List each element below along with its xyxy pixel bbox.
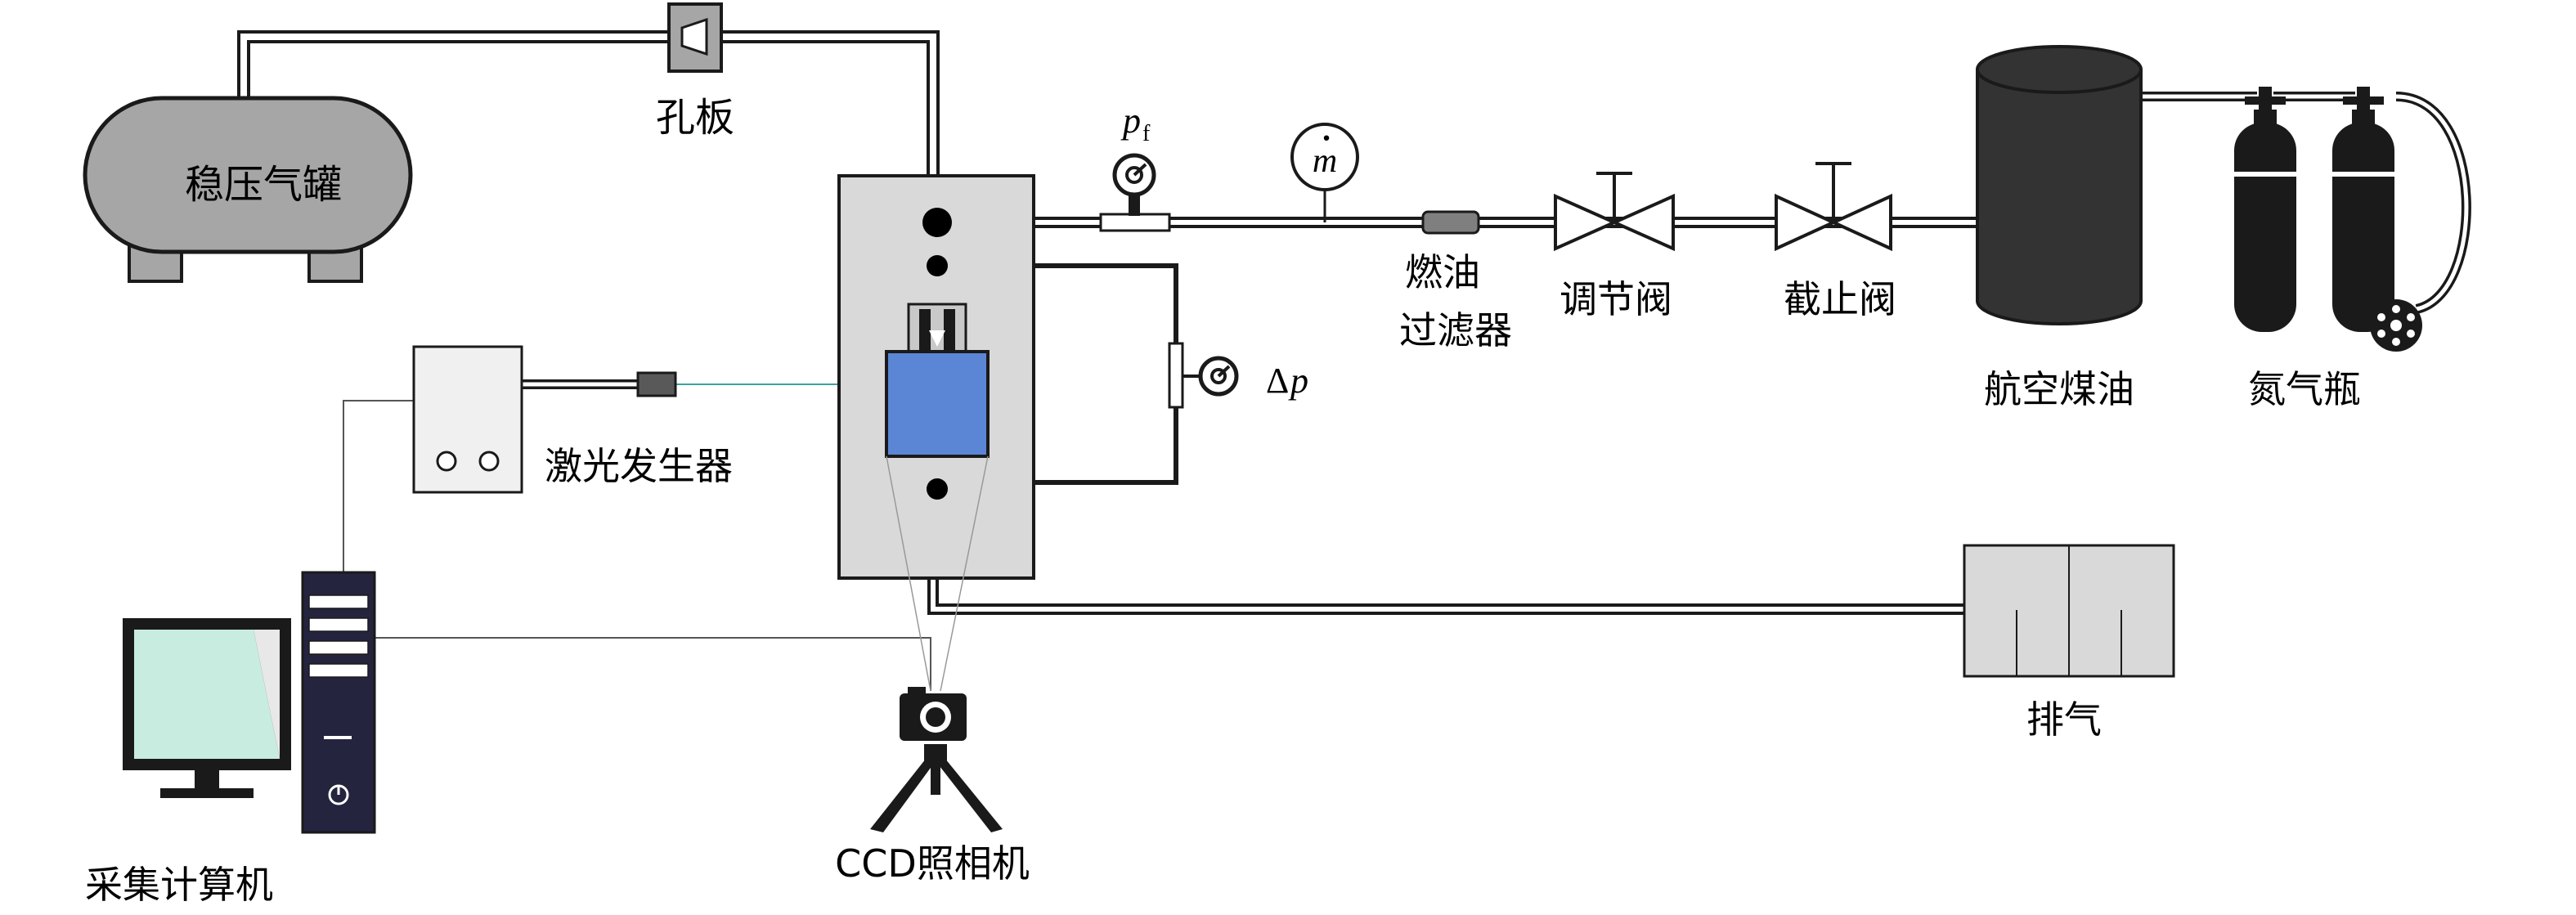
tripod-icon bbox=[870, 744, 1003, 832]
computer-tower bbox=[301, 571, 376, 834]
mass-flow-meter: m · bbox=[1290, 119, 1359, 222]
exhaust-label: 排气 bbox=[2026, 697, 2102, 742]
nitrogen-label: 氮气瓶 bbox=[2248, 367, 2361, 411]
stop-valve-label: 截止阀 bbox=[1784, 277, 1896, 321]
injector bbox=[907, 303, 967, 355]
orifice-label: 孔板 bbox=[656, 95, 734, 141]
kerosene-tank: 航空煤油 bbox=[1976, 45, 2143, 411]
kerosene-label: 航空煤油 bbox=[1984, 367, 2134, 411]
differential-pressure-gauge: Δ p bbox=[1168, 342, 1308, 409]
upstream-pressure-port bbox=[927, 255, 948, 276]
nitrogen-pipe bbox=[2141, 92, 2471, 314]
ccd-camera: CCD照相机 bbox=[835, 687, 1030, 886]
optical-window bbox=[885, 350, 990, 458]
air-supply-pipe bbox=[237, 30, 940, 176]
exhaust-tank: 排气 bbox=[1963, 544, 2175, 742]
fuel-filter-label-1: 燃油 bbox=[1405, 250, 1480, 294]
delta-symbol: Δ bbox=[1266, 361, 1289, 401]
mass-flow-dot: · bbox=[1321, 119, 1331, 156]
regulating-valve: 调节阀 bbox=[1554, 172, 1675, 321]
fuel-pressure-gauge: p f bbox=[1099, 101, 1171, 232]
nitrogen-bottles: 氮气瓶 bbox=[2234, 87, 2422, 411]
fuel-filter-label-2: 过滤器 bbox=[1399, 308, 1512, 352]
computer-label: 采集计算机 bbox=[85, 863, 273, 907]
fuel-pressure-symbol: p bbox=[1120, 101, 1141, 141]
test-section bbox=[837, 174, 1035, 580]
stop-valve: 截止阀 bbox=[1775, 162, 1896, 321]
delta-p-symbol: p bbox=[1288, 361, 1308, 401]
fuel-inlet-port bbox=[922, 208, 952, 237]
acquisition-computer: 采集计算机 bbox=[85, 571, 376, 907]
mass-flow-symbol: m bbox=[1313, 142, 1337, 180]
laser-generator: 激光发生器 bbox=[412, 345, 733, 494]
fuel-pressure-subscript: f bbox=[1142, 121, 1151, 146]
exhaust-pipe bbox=[927, 568, 1964, 615]
nitrogen-pressure-wheel bbox=[2370, 299, 2422, 352]
laser-label: 激光发生器 bbox=[545, 444, 733, 488]
orifice-plate: 孔板 bbox=[656, 2, 734, 141]
signal-wires bbox=[343, 400, 931, 691]
camera-icon bbox=[900, 687, 967, 741]
downstream-pressure-port bbox=[927, 478, 948, 500]
surge-tank-label: 稳压气罐 bbox=[185, 162, 342, 208]
camera-label: CCD照相机 bbox=[835, 841, 1030, 886]
regulating-valve-label: 调节阀 bbox=[1560, 277, 1672, 321]
fuel-filter: 燃油 过滤器 bbox=[1399, 210, 1512, 352]
surge-tank: 稳压气罐 bbox=[83, 96, 413, 283]
camera-field-of-view bbox=[886, 455, 989, 692]
